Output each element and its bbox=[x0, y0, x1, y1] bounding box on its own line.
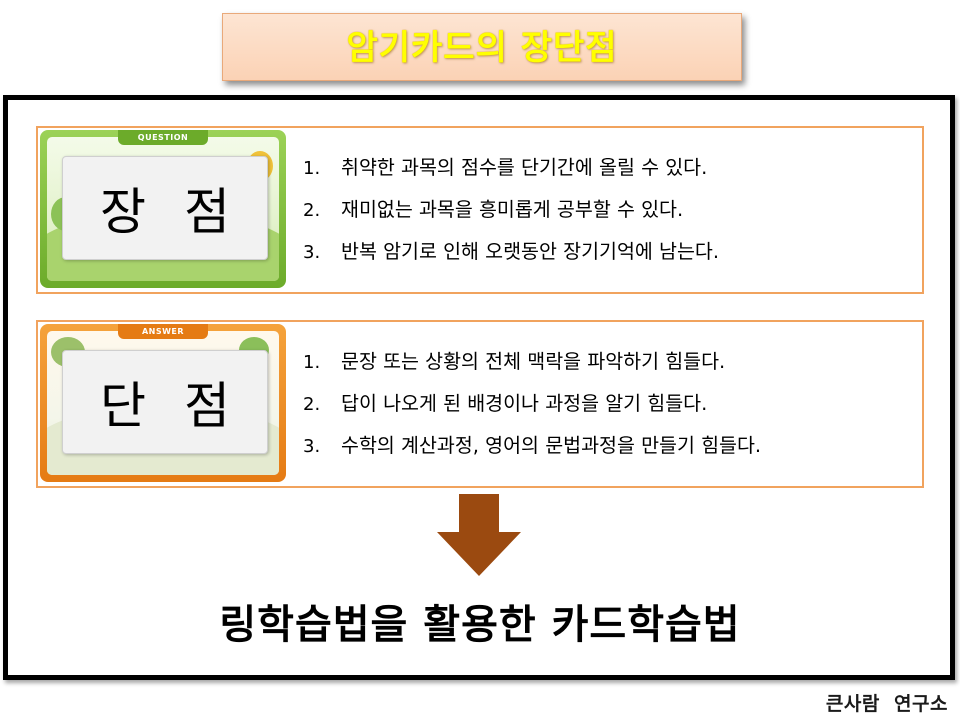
cons-word-char: 점 bbox=[184, 377, 230, 435]
cons-panel: ANSWER 단 점 1.문장 또는 상황의 전체 맥락을 파악하기 힘들다. … bbox=[36, 320, 924, 488]
cons-list: 1.문장 또는 상황의 전체 맥락을 파악하기 힘들다. 2.답이 나오게 된 … bbox=[303, 344, 761, 470]
pros-card-tab: QUESTION bbox=[118, 130, 208, 145]
list-item: 3.수학의 계산과정, 영어의 문법과정을 만들기 힘들다. bbox=[303, 434, 762, 457]
conclusion-text: 링학습법을 활용한 카드학습법 bbox=[219, 602, 741, 648]
pros-list: 1.취약한 과목의 점수를 단기간에 올릴 수 있다. 2.재미없는 과목을 흥… bbox=[303, 150, 719, 276]
list-item: 2.재미없는 과목을 흥미롭게 공부할 수 있다. bbox=[303, 198, 684, 221]
page-title: 암기카드의 장단점 bbox=[346, 27, 618, 68]
list-item: 2.답이 나오게 된 배경이나 과정을 알기 힘들다. bbox=[303, 392, 708, 415]
pros-card: QUESTION 장 점 bbox=[40, 130, 286, 288]
pros-word-box: 장 점 bbox=[62, 156, 268, 260]
list-item: 1.문장 또는 상황의 전체 맥락을 파악하기 힘들다. bbox=[303, 350, 726, 373]
title-banner: 암기카드의 장단점 bbox=[222, 13, 742, 81]
brand-label: 큰사람 연구소 bbox=[825, 693, 948, 715]
pros-word-char: 장 bbox=[100, 183, 146, 241]
cons-word-char: 단 bbox=[100, 377, 146, 435]
list-item: 1.취약한 과목의 점수를 단기간에 올릴 수 있다. bbox=[303, 156, 708, 179]
pros-panel: QUESTION 장 점 1.취약한 과목의 점수를 단기간에 올릴 수 있다.… bbox=[36, 126, 924, 294]
cons-word-box: 단 점 bbox=[62, 350, 268, 454]
cons-card-tab: ANSWER bbox=[118, 324, 208, 339]
list-item: 3.반복 암기로 인해 오랫동안 장기기억에 남는다. bbox=[303, 240, 720, 263]
pros-word-char: 점 bbox=[184, 183, 230, 241]
down-arrow-icon bbox=[437, 494, 521, 576]
cons-card: ANSWER 단 점 bbox=[40, 324, 286, 482]
